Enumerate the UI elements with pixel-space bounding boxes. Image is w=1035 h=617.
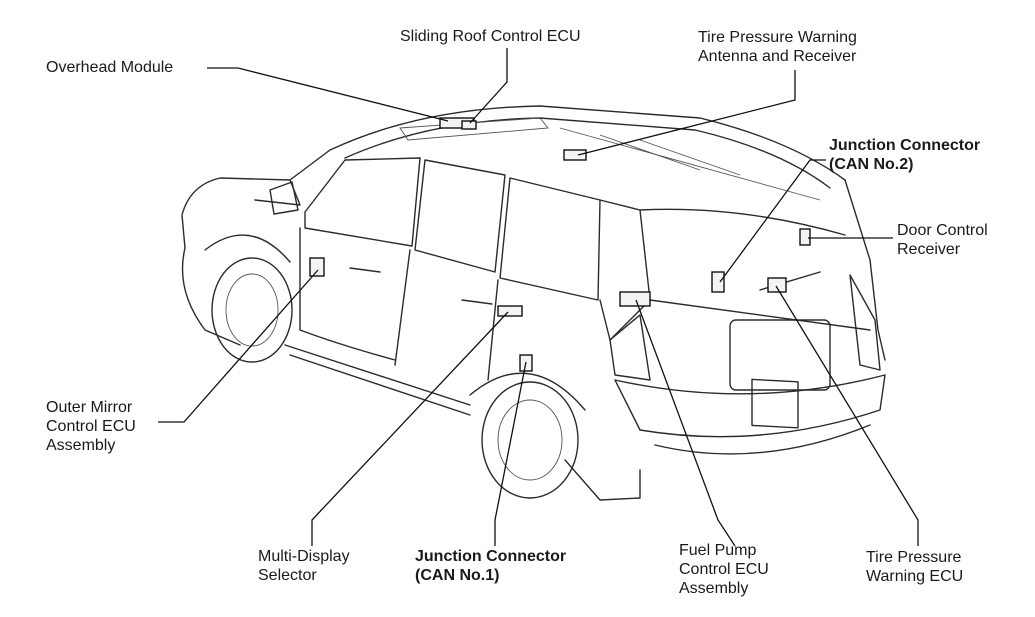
multi-display-selector-part — [497, 305, 523, 317]
suv-outline — [181, 105, 886, 501]
label-outer-mirror-control-ecu: Outer Mirror Control ECU Assembly — [46, 399, 136, 454]
label-sliding-roof-control-ecu: Sliding Roof Control ECU — [400, 28, 581, 45]
component-markers — [309, 117, 811, 372]
tpw-ecu-part — [767, 277, 787, 293]
label-door-control-receiver: Door Control Receiver — [897, 222, 988, 258]
fuel-pump-ecu-part — [619, 291, 651, 307]
leader-lines — [158, 48, 919, 547]
label-overhead-module: Overhead Module — [46, 59, 174, 76]
tpw-antenna-part — [563, 149, 587, 161]
label-junction-connector-can2: Junction Connector (CAN No.2) — [829, 137, 981, 173]
label-junction-connector-can1: Junction Connector (CAN No.1) — [415, 548, 567, 584]
label-tire-pressure-warning-antenna: Tire Pressure Warning Antenna and Receiv… — [698, 29, 857, 65]
label-multi-display-selector: Multi-Display Selector — [258, 548, 350, 584]
label-fuel-pump-control-ecu: Fuel Pump Control ECU Assembly — [679, 542, 769, 597]
door-control-receiver-part — [799, 228, 811, 246]
outer-mirror-ecu-part — [309, 257, 325, 277]
junction-can2-part — [711, 271, 725, 293]
label-tire-pressure-warning-ecu: Tire Pressure Warning ECU — [866, 549, 964, 585]
sliding-roof-ecu-part — [461, 120, 477, 130]
